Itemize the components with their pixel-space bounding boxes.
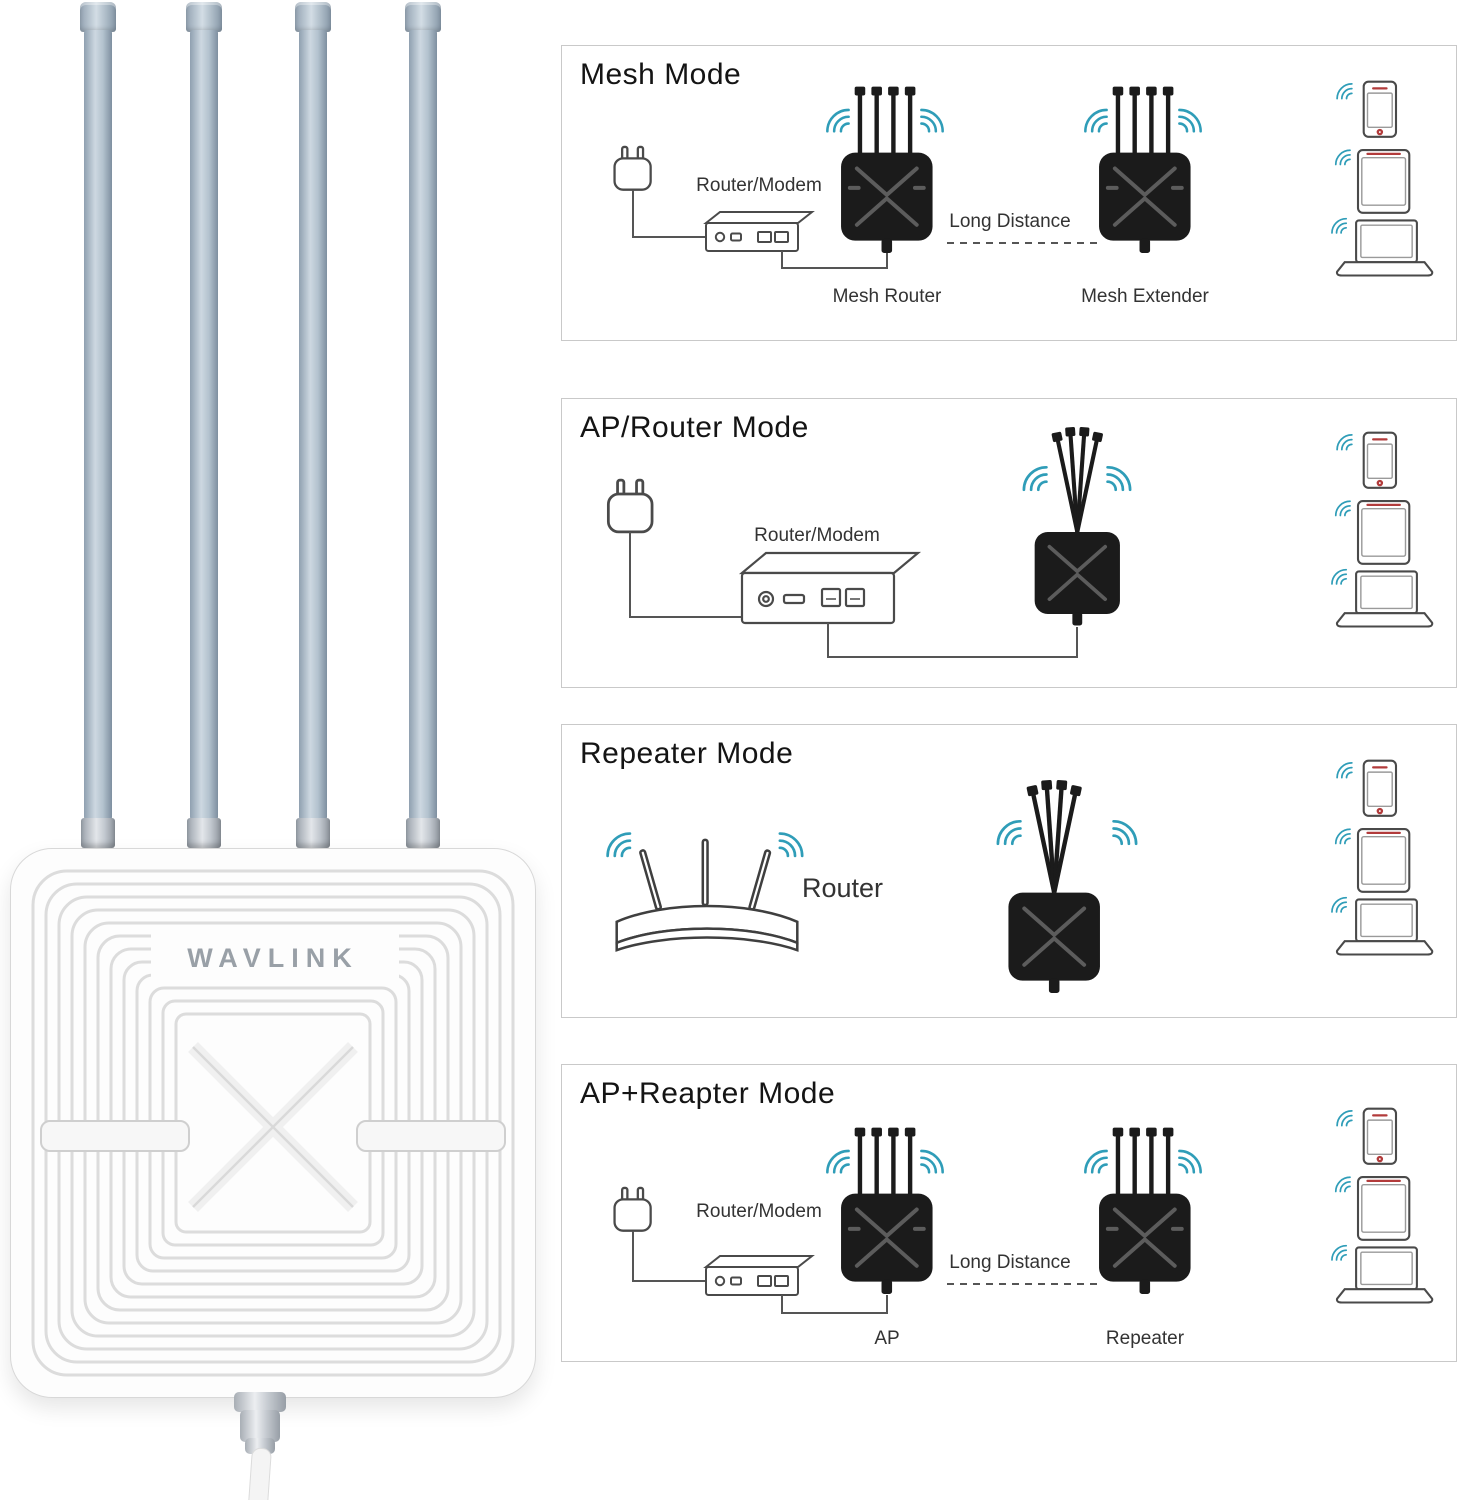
- antenna-2: [190, 30, 218, 820]
- ethernet-line: [781, 1295, 888, 1314]
- mesh-extender-device: [1097, 84, 1193, 255]
- ap-device: [839, 1125, 935, 1296]
- power-plug-icon: [613, 1186, 652, 1232]
- long-distance-label: Long Distance: [949, 211, 1070, 232]
- cable-gland: [240, 1410, 280, 1442]
- wifi-waves-icon: [1178, 108, 1202, 133]
- antenna-cap: [405, 2, 441, 32]
- wifi-waves-icon: [1106, 465, 1132, 492]
- power-plug-icon: [606, 478, 654, 534]
- ethernet-line: [781, 251, 888, 269]
- antenna-1: [84, 30, 112, 820]
- modem-icon: [740, 551, 920, 625]
- modem-label: Router/Modem: [754, 525, 880, 546]
- wifi-waves-icon: [1084, 108, 1108, 133]
- modem-label: Router/Modem: [696, 175, 822, 196]
- antenna-cap: [186, 2, 222, 32]
- repeater-mode-diagram: Router: [562, 725, 1458, 995]
- ethernet-line: [827, 623, 1078, 658]
- antenna-cap: [80, 2, 116, 32]
- cable-gland: [234, 1392, 286, 1412]
- repeater-device: [1006, 777, 1102, 995]
- antenna-cap: [295, 2, 331, 32]
- power-plug-icon: [613, 145, 652, 191]
- power-cord-line: [629, 532, 742, 618]
- ap-repeater-mode-diagram: Router/Modem AP Long Distance Repeater: [613, 1065, 1458, 1349]
- modem-icon: [705, 1255, 813, 1296]
- modem-label: Router/Modem: [696, 1201, 822, 1222]
- wifi-waves-icon: [1022, 465, 1048, 492]
- antenna-4: [409, 30, 437, 820]
- mesh-router-device: [839, 84, 935, 255]
- ap-label: AP: [874, 1328, 899, 1349]
- router-label: Router: [802, 873, 883, 903]
- wifi-waves-icon: [1084, 1149, 1108, 1174]
- panel-repeater-mode: Router Repeater Mode: [561, 724, 1457, 1018]
- power-cable: [247, 1447, 272, 1500]
- device-face-pattern: [31, 869, 515, 1377]
- antenna-connector: [187, 818, 221, 848]
- wifi-waves-icon: [1178, 1149, 1202, 1174]
- device-body: WAVLINK: [10, 848, 536, 1398]
- client-devices-icon: [1332, 82, 1432, 276]
- panel-title: Mesh Mode: [580, 58, 742, 91]
- wifi-waves-icon: [996, 819, 1022, 846]
- wifi-waves-icon: [1112, 819, 1138, 846]
- panel-ap-repeater-mode: Router/Modem AP Long Distance Repeater A…: [561, 1064, 1457, 1362]
- client-devices-icon: [1332, 761, 1432, 955]
- modem-icon: [705, 211, 813, 252]
- wifi-waves-icon: [920, 1149, 944, 1174]
- repeater-label: Repeater: [1106, 1328, 1185, 1349]
- client-devices-icon: [1332, 433, 1432, 627]
- panel-title: Repeater Mode: [580, 737, 794, 770]
- long-distance-label: Long Distance: [949, 1252, 1070, 1273]
- antenna-3: [299, 30, 327, 820]
- panel-ap-router-mode: Router/Modem AP/Router Mode: [561, 398, 1457, 688]
- ap-device: [1032, 425, 1122, 628]
- mesh-mode-diagram: Router/Modem Mesh Router Long Distance M…: [613, 46, 1458, 307]
- antenna-connector: [81, 818, 115, 848]
- power-cord-line: [632, 190, 706, 238]
- antenna-connector: [296, 818, 330, 848]
- panel-title: AP+Reapter Mode: [580, 1077, 836, 1110]
- mesh-router-label: Mesh Router: [833, 286, 942, 307]
- home-router-icon: [608, 834, 803, 951]
- mesh-extender-label: Mesh Extender: [1081, 286, 1209, 307]
- wifi-waves-icon: [826, 1149, 850, 1174]
- brand-logo: WAVLINK: [187, 943, 359, 973]
- antenna-connector: [406, 818, 440, 848]
- client-devices-icon: [1332, 1109, 1432, 1303]
- wifi-waves-icon: [920, 108, 944, 133]
- ap-router-mode-diagram: Router/Modem: [606, 425, 1458, 658]
- wifi-waves-icon: [826, 108, 850, 133]
- panel-title: AP/Router Mode: [580, 411, 809, 444]
- power-cord-line: [632, 1231, 706, 1282]
- panel-mesh-mode: Router/Modem Mesh Router Long Distance M…: [561, 45, 1457, 341]
- repeater-device: [1097, 1125, 1193, 1296]
